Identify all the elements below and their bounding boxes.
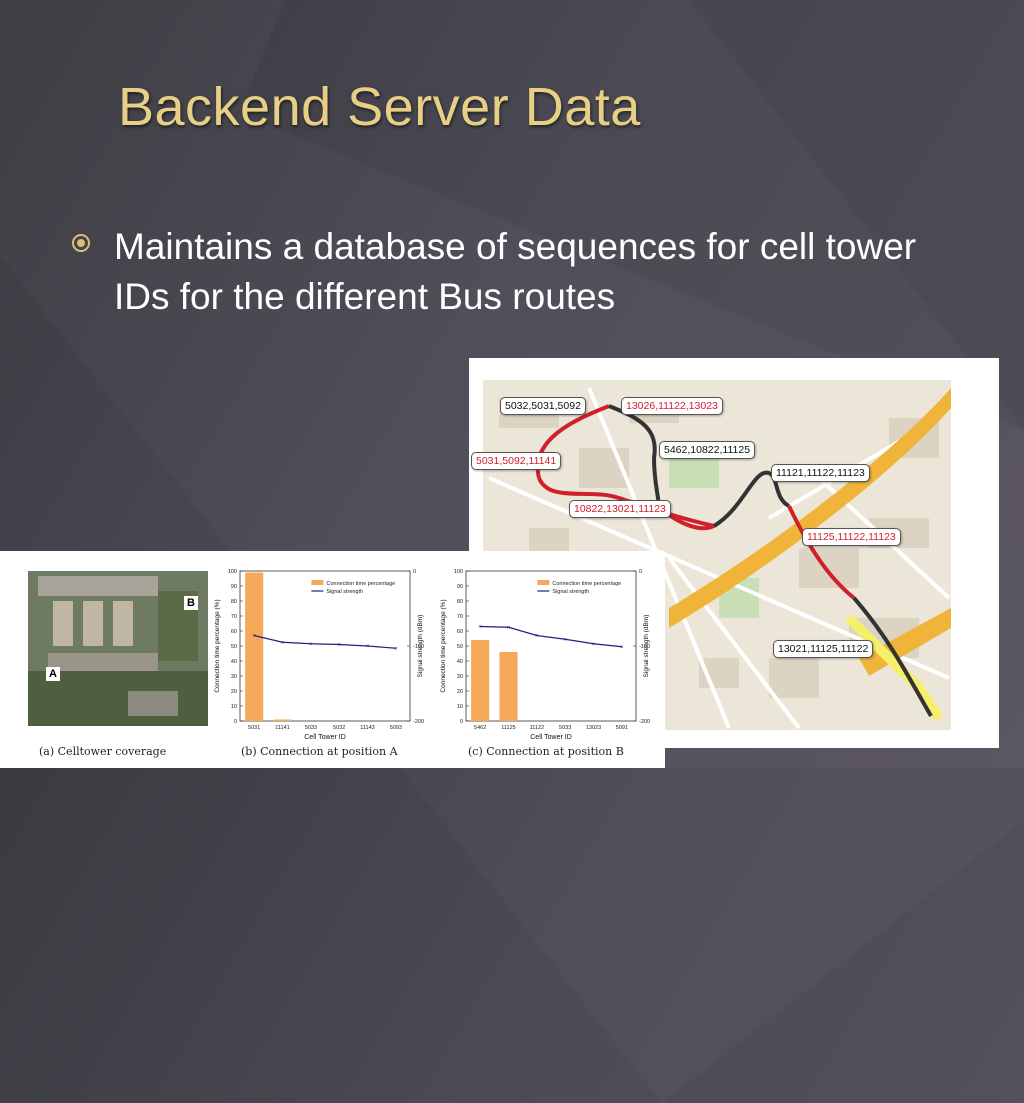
position-b-marker: B <box>184 596 198 610</box>
y-tick-label: 40 <box>457 659 463 665</box>
y-tick-label: 40 <box>231 659 237 665</box>
chart-svg: 0 10 20 30 40 50 60 70 80 90 100 0 -100 -200 5462 11125… <box>440 569 650 741</box>
y-tick-label: 50 <box>231 644 237 650</box>
caption-a: (a) Celltower coverage <box>39 745 167 758</box>
y-tick-label: 100 <box>228 569 237 575</box>
slide: Backend Server Data Maintains a database… <box>0 0 1024 768</box>
y-tick-label: 30 <box>457 674 463 680</box>
signal-point: × <box>394 646 398 652</box>
y-tick-label: 0 <box>234 719 237 725</box>
signal-point: × <box>592 642 596 648</box>
x-tick-label: 5033 <box>305 725 317 731</box>
caption-c: (c) Connection at position B <box>468 745 624 758</box>
chart-svg: 0 10 20 30 40 50 60 70 80 90 100 0 -100 -200 5031 11141… <box>214 569 424 741</box>
legend-label: Signal strength <box>326 589 363 595</box>
route-label: 11125,11122,11123 <box>802 528 901 546</box>
y-tick-label: 30 <box>231 674 237 680</box>
bar <box>499 652 518 721</box>
bar <box>245 572 264 721</box>
y-tick-label: 50 <box>457 644 463 650</box>
caption-b: (b) Connection at position A <box>241 745 398 758</box>
x-tick-label: 11141 <box>275 725 289 731</box>
signal-line <box>254 634 396 649</box>
y-axis-label: Connection time percentage (%) <box>440 599 447 692</box>
x-tick-label: 5462 <box>474 725 486 731</box>
x-axis-label: Cell Tower ID <box>304 734 346 739</box>
y-tick-label: 90 <box>457 584 463 590</box>
legend-label: Connection time percentage <box>552 581 621 587</box>
connection-chart-position-a: 0 10 20 30 40 50 60 70 80 90 100 0 -100 -200 5031 11141… <box>210 561 430 744</box>
x-tick-label: 5093 <box>390 725 402 731</box>
legend-label: Connection time percentage <box>326 581 395 587</box>
y-tick-label: 70 <box>231 614 237 620</box>
route-label: 13021,11125,11122 <box>773 640 874 658</box>
legend-swatch <box>311 580 324 585</box>
slide-title: Backend Server Data <box>118 77 641 137</box>
x-tick-label: 11143 <box>360 725 374 731</box>
route-label: 5032,5031,5092 <box>500 397 586 415</box>
bar <box>273 719 292 721</box>
route-label: 5031,5092,11141 <box>471 452 562 470</box>
y-axis-label: Connection time percentage (%) <box>214 599 221 692</box>
y2-axis-label: Signal strength (dBm) <box>643 615 650 678</box>
route-label: 13026,11122,13023 <box>621 397 723 415</box>
x-tick-label: 11125 <box>501 725 515 731</box>
x-tick-label: 5032 <box>333 725 345 731</box>
legend-label: Signal strength <box>552 589 589 595</box>
route-label: 11121,11122,11123 <box>771 464 870 482</box>
route-label: 5462,10822,11125 <box>659 441 756 459</box>
y-tick-label: 70 <box>457 614 463 620</box>
y2-tick-label: -200 <box>413 719 424 725</box>
y-tick-label: 20 <box>457 689 463 695</box>
signal-point: × <box>507 625 511 631</box>
y-tick-label: 80 <box>457 599 463 605</box>
x-tick-label: 13023 <box>586 725 601 731</box>
signal-point: × <box>563 637 567 643</box>
signal-point: × <box>535 634 539 640</box>
plot-area <box>239 570 411 722</box>
y2-tick-label: -100 <box>639 644 650 650</box>
y-tick-label: 90 <box>231 584 237 590</box>
bullet-circle-icon <box>72 234 90 252</box>
y2-tick-label: 0 <box>413 569 416 575</box>
signal-line <box>480 625 622 648</box>
y2-tick-label: -100 <box>413 644 424 650</box>
y2-tick-label: 0 <box>639 569 642 575</box>
x-axis-label: Cell Tower ID <box>530 734 572 739</box>
figure-strip: B A (a) Celltower coverage (b) Connectio… <box>0 551 665 768</box>
bar <box>471 640 490 721</box>
signal-point: × <box>309 642 313 648</box>
route-label: 10822,13021,11123 <box>569 500 671 518</box>
celltower-aerial-photo: B A <box>28 571 208 726</box>
y-tick-label: 100 <box>454 569 463 575</box>
y-tick-label: 60 <box>231 629 237 635</box>
signal-point: × <box>620 645 624 651</box>
y2-tick-label: -200 <box>639 719 650 725</box>
signal-point: × <box>337 643 341 649</box>
bullet-text: Maintains a database of sequences for ce… <box>114 226 917 317</box>
y-tick-label: 80 <box>231 599 237 605</box>
connection-chart-position-b: 0 10 20 30 40 50 60 70 80 90 100 0 -100 -200 5462 11125… <box>436 561 656 744</box>
y-tick-label: 60 <box>457 629 463 635</box>
y-tick-label: 20 <box>231 689 237 695</box>
position-a-marker: A <box>46 667 60 681</box>
signal-point: × <box>366 644 370 650</box>
y-tick-label: 10 <box>457 704 463 710</box>
signal-point: × <box>281 640 285 646</box>
y-tick-label: 10 <box>231 704 237 710</box>
x-tick-label: 5031 <box>248 725 260 731</box>
legend-swatch <box>537 580 550 585</box>
x-tick-label: 5033 <box>559 725 571 731</box>
x-tick-label: 5091 <box>616 725 628 731</box>
x-tick-label: 11122 <box>530 725 544 731</box>
plot-area <box>465 570 637 722</box>
y2-axis-label: Signal strength (dBm) <box>417 615 424 678</box>
signal-point: × <box>252 634 256 640</box>
signal-point: × <box>478 625 482 631</box>
y-tick-label: 0 <box>460 719 463 725</box>
